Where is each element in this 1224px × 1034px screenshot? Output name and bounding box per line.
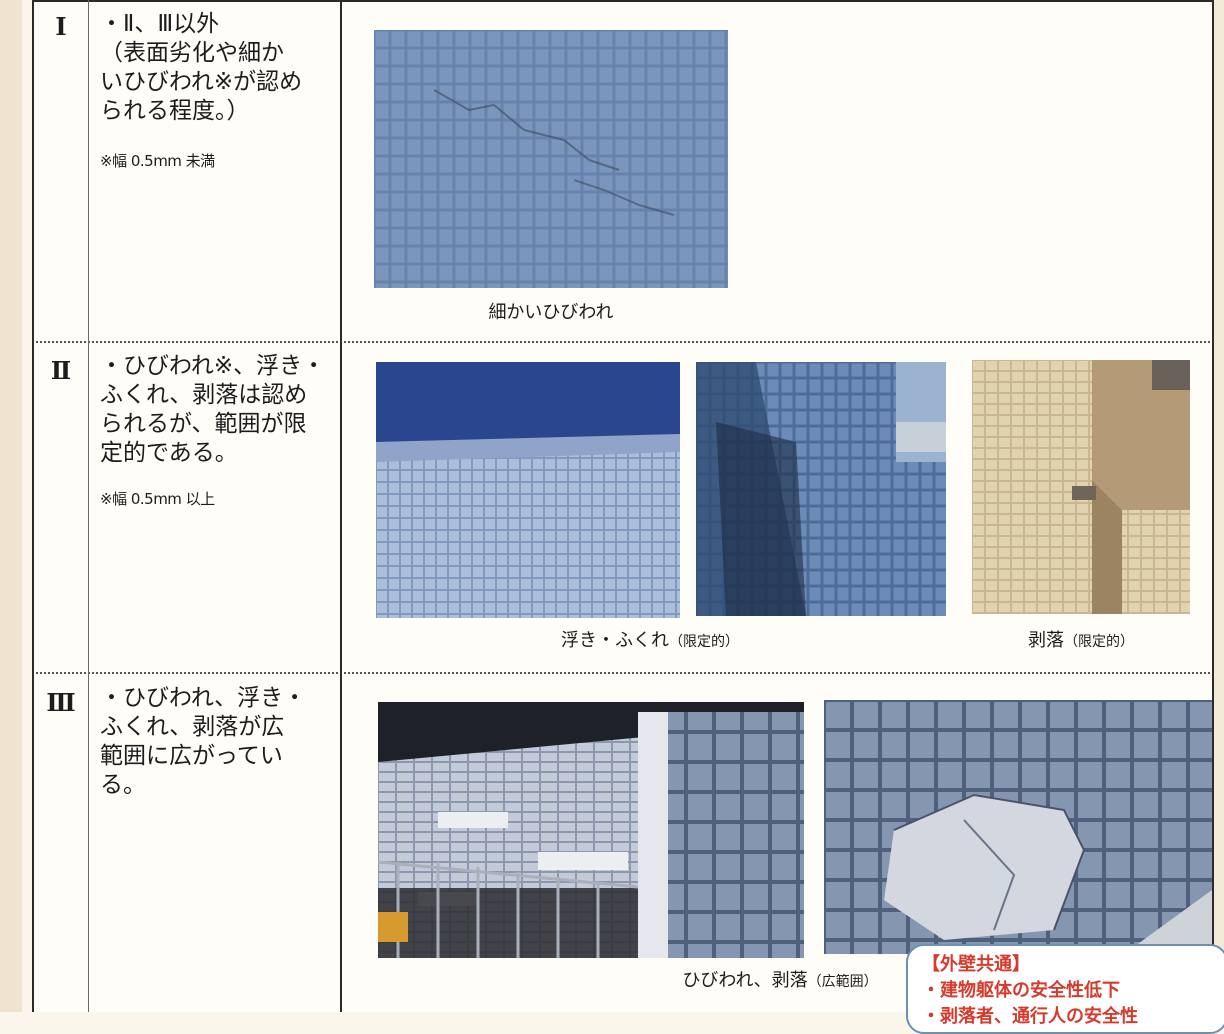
description-column-divider <box>340 0 342 1012</box>
page-edge-left <box>0 0 22 1012</box>
photo-fine-cracks <box>374 30 728 288</box>
row-divider-2 <box>32 672 1214 674</box>
photo-swelling-wall <box>376 362 680 618</box>
description-line: いひびわれ※が認め <box>100 69 303 95</box>
description-line: ふくれ、剥落が広 <box>100 714 285 740</box>
grade-label-3: Ⅲ <box>46 688 76 717</box>
width-note-2: ※幅 0.5mm 以上 <box>100 490 215 508</box>
width-note-1: ※幅 0.5mm 未満 <box>100 152 215 170</box>
description-line: 定的である。 <box>100 440 238 466</box>
table-top-border <box>32 0 1214 2</box>
exterior-wall-common-callout: 【外壁共通】 ・建物躯体の安全性低下 ・剥落者、通行人の安全性 <box>906 944 1224 1034</box>
grade-description-2: ・ひびわれ※、浮き・ ふくれ、剥落は認め られるが、範囲が限 定的である。 <box>100 352 332 468</box>
grade-label-2: Ⅱ <box>50 356 72 385</box>
description-line: ・ひびわれ、浮き・ <box>100 685 307 711</box>
description-line: ・ひびわれ※、浮き・ <box>100 353 326 379</box>
caption-main: 浮き・ふくれ <box>561 630 669 651</box>
description-line: られる程度。） <box>100 98 250 124</box>
callout-item: ・建物躯体の安全性低下 <box>922 980 1120 1001</box>
grade-label-1: Ⅰ <box>55 12 67 41</box>
caption-qualifier: （広範囲） <box>807 974 878 990</box>
caption-main: ひびわれ、剥落 <box>682 970 808 991</box>
photo-swelling-corner <box>696 362 946 616</box>
photo-spalling-limited <box>972 360 1190 614</box>
caption-main: 細かいひびわれ <box>488 302 614 323</box>
description-line: （表面劣化や細か <box>100 40 284 66</box>
description-line: ふくれ、剥落は認め <box>100 382 308 408</box>
description-line: る。 <box>100 772 146 798</box>
description-line: 範囲に広がってい <box>100 743 283 769</box>
caption-fine-cracks: 細かいひびわれ <box>374 298 728 324</box>
caption-main: 剥落 <box>1028 630 1064 651</box>
description-line: ・Ⅱ、Ⅲ以外 <box>100 11 220 37</box>
caption-widespread: ひびわれ、剥落（広範囲） <box>640 966 920 992</box>
page-edge-right <box>1214 0 1224 1012</box>
caption-qualifier: （限定的） <box>1064 634 1134 650</box>
caption-spalling-limited: 剥落（限定的） <box>972 626 1190 652</box>
description-line: られるが、範囲が限 <box>100 411 307 437</box>
photo-widespread-cracks-wall <box>378 702 804 958</box>
table-left-border <box>32 0 34 1012</box>
grade-description-3: ・ひびわれ、浮き・ ふくれ、剥落が広 範囲に広がってい る。 <box>100 684 332 800</box>
table-right-border <box>1212 0 1214 1012</box>
callout-title: 【外壁共通】 <box>922 954 1030 975</box>
grade-column-divider <box>88 0 89 1012</box>
caption-qualifier: （限定的） <box>669 634 739 650</box>
row-divider-1 <box>32 341 1214 343</box>
callout-item: ・剥落者、通行人の安全性 <box>922 1006 1138 1027</box>
grade-description-1: ・Ⅱ、Ⅲ以外 （表面劣化や細か いひびわれ※が認め られる程度。） <box>100 10 332 126</box>
caption-swelling: 浮き・ふくれ（限定的） <box>500 626 800 652</box>
photo-widespread-spalling <box>824 700 1212 954</box>
